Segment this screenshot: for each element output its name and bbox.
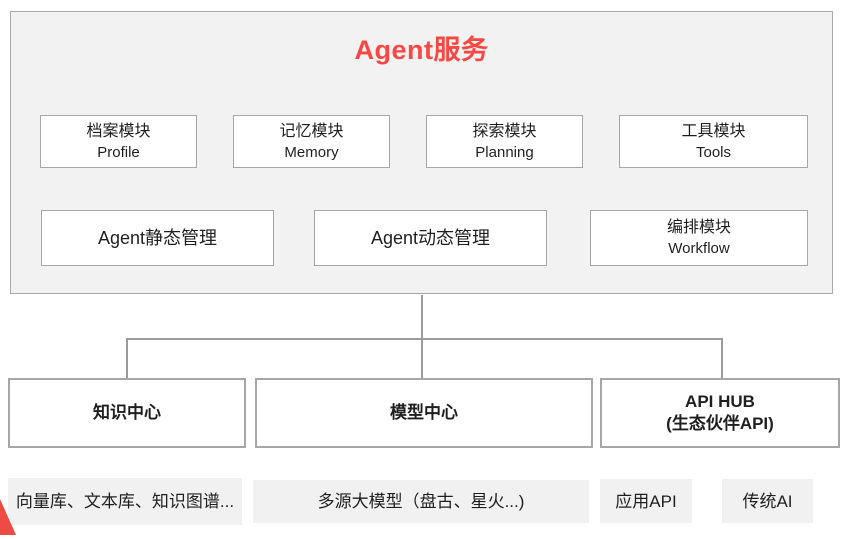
platform-label: 模型中心 xyxy=(390,403,458,422)
module-label-zh: 档案模块 xyxy=(86,122,151,140)
diagram-title: Agent服务 xyxy=(354,35,489,65)
platform-label-line2: (生态伙伴API) xyxy=(666,414,774,433)
module-box-agent-dynamic-mgmt: Agent动态管理 xyxy=(314,210,547,266)
module-box-tools: 工具模块 Tools xyxy=(619,115,808,168)
module-label-zh: Agent动态管理 xyxy=(370,227,491,248)
app-api-bar: 应用API xyxy=(600,479,692,523)
module-box-profile: 档案模块 Profile xyxy=(40,115,197,168)
module-label-en: Workflow xyxy=(668,240,730,257)
module-label-en: Memory xyxy=(284,143,339,161)
multi-source-llm-bar: 多源大模型（盘古、星火...) xyxy=(253,480,589,523)
knowledge-center-box: 知识中心 xyxy=(8,378,246,448)
connector-horizontal xyxy=(126,338,723,340)
connector-drop-center xyxy=(421,338,423,378)
module-box-memory: 记忆模块 Memory xyxy=(233,115,390,168)
vector-text-knowledge-bar: 向量库、文本库、知识图谱... xyxy=(8,478,242,525)
module-label-zh: 记忆模块 xyxy=(279,122,344,140)
connector-drop-right xyxy=(721,338,723,378)
bar-label: 应用API xyxy=(615,491,677,511)
connector-trunk-vertical xyxy=(421,295,423,338)
module-label-zh: 编排模块 xyxy=(666,219,731,236)
module-label-en: Profile xyxy=(97,143,140,161)
model-center-box: 模型中心 xyxy=(255,378,593,448)
legacy-ai-bar: 传统AI xyxy=(722,479,813,523)
module-label-zh: Agent静态管理 xyxy=(97,227,218,248)
module-box-agent-static-mgmt: Agent静态管理 xyxy=(41,210,274,266)
module-label-en: Tools xyxy=(695,143,732,161)
platform-label: 知识中心 xyxy=(93,403,161,422)
bar-label: 多源大模型（盘古、星火...) xyxy=(317,492,525,511)
module-label-en: Planning xyxy=(475,143,534,161)
module-box-workflow: 编排模块 Workflow xyxy=(590,210,808,266)
module-label-zh: 工具模块 xyxy=(681,122,746,140)
module-box-planning: 探索模块 Planning xyxy=(426,115,583,168)
bar-label: 向量库、文本库、知识图谱... xyxy=(15,492,235,511)
bar-label: 传统AI xyxy=(742,491,793,511)
connector-drop-left xyxy=(126,338,128,378)
api-hub-box: API HUB (生态伙伴API) xyxy=(600,378,840,448)
platform-label-line1: API HUB xyxy=(685,392,755,411)
module-label-zh: 探索模块 xyxy=(472,122,537,140)
